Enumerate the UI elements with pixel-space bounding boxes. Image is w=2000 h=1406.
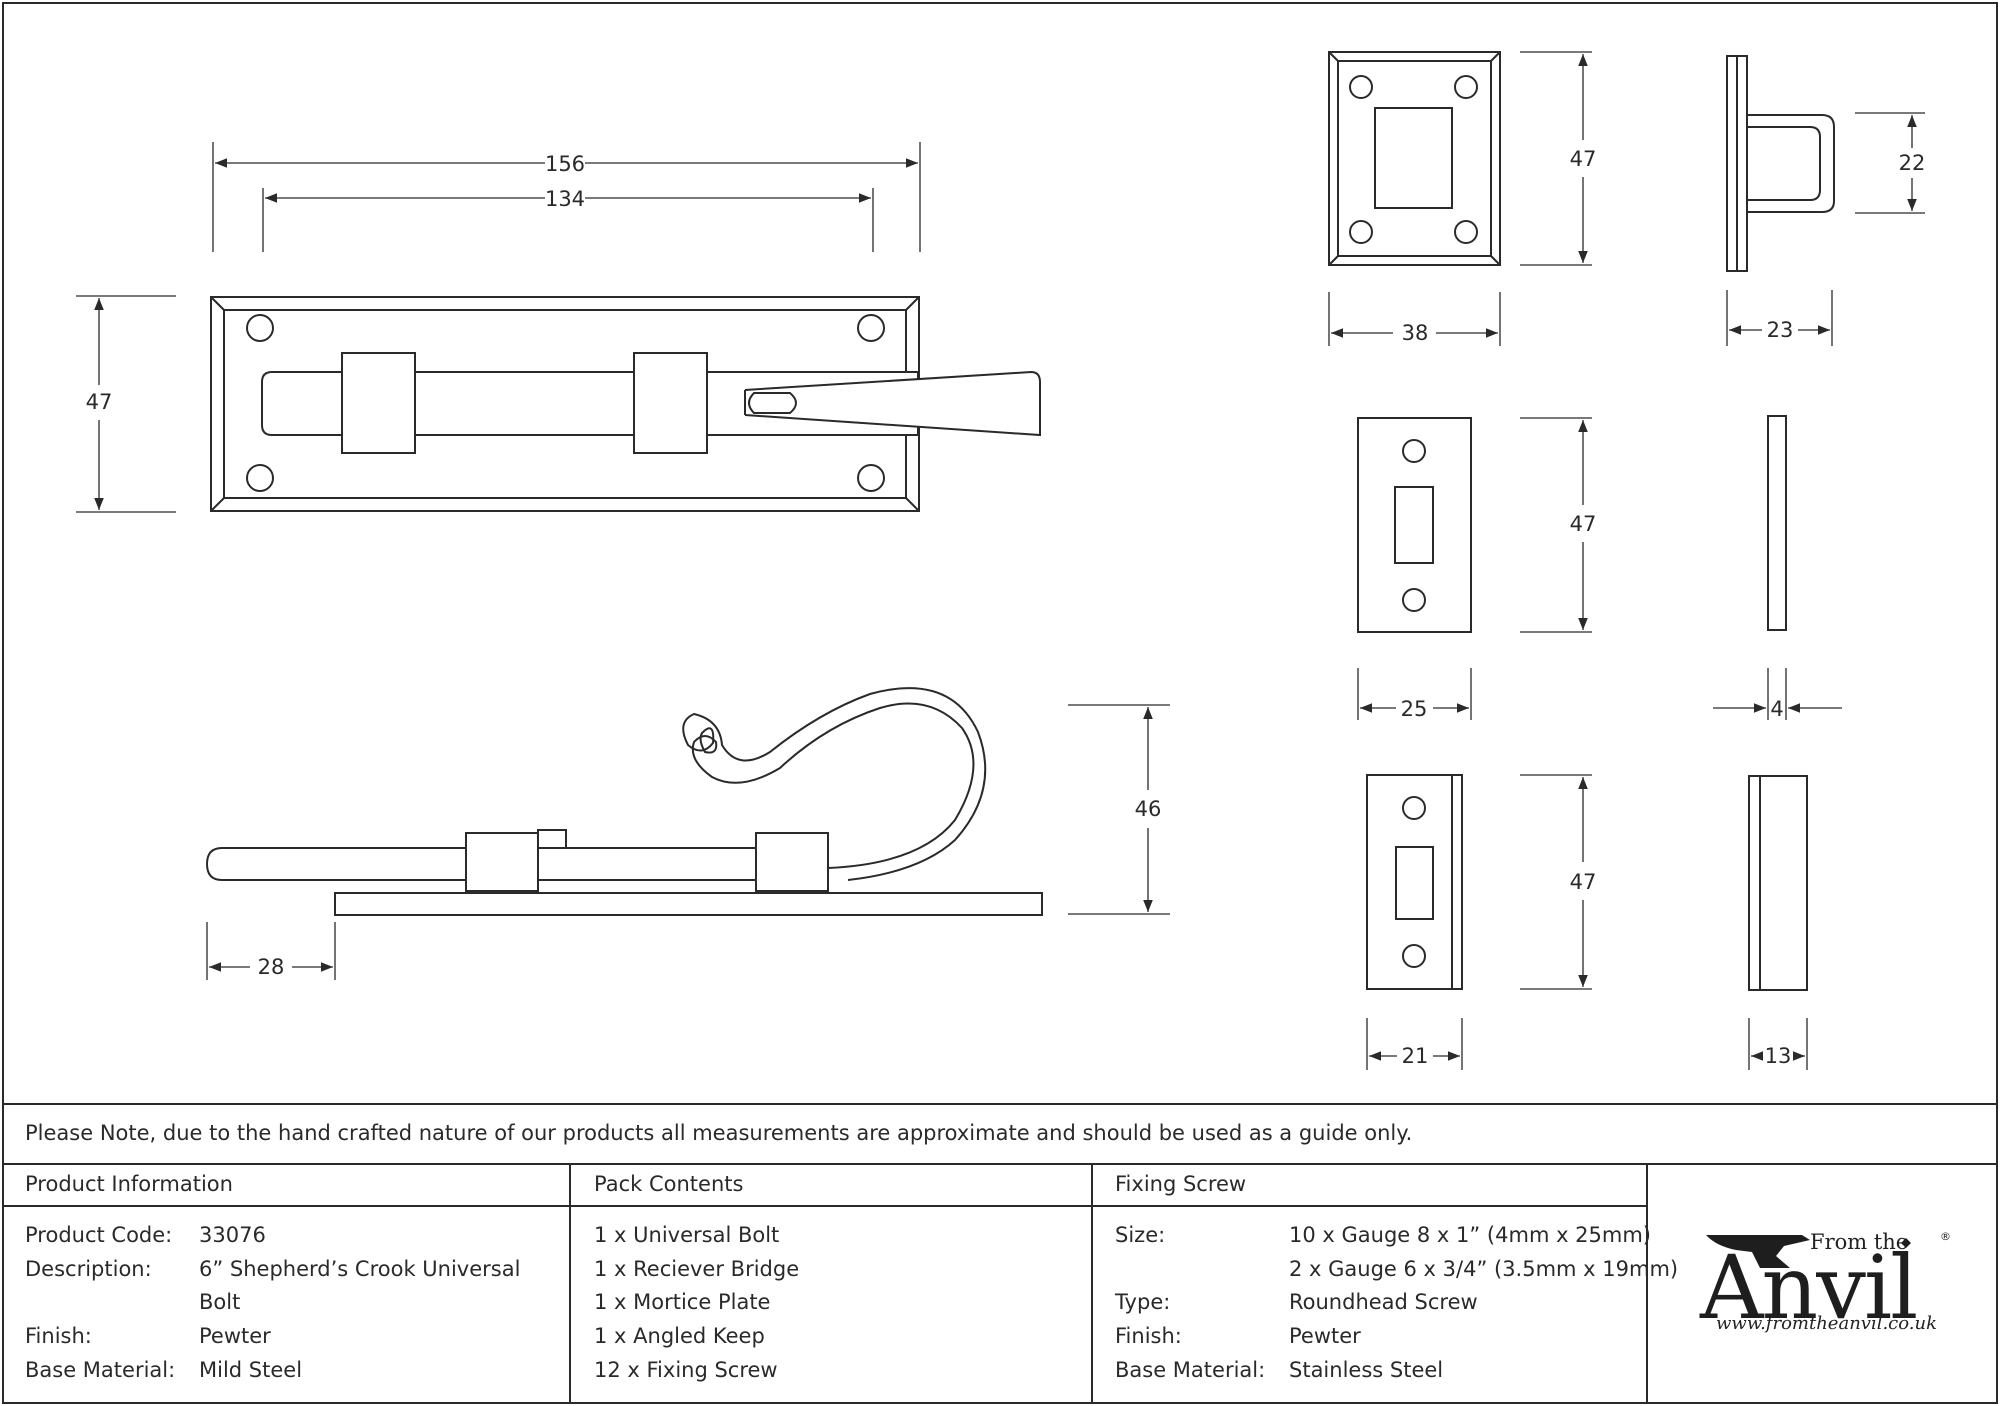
screw-size-value: 2 x Gauge 6 x 3/4” (3.5mm x 19mm) — [1289, 1257, 1679, 1281]
mortice-plate-side — [1767, 415, 1787, 631]
pack-item: 1 x Mortice Plate — [594, 1290, 771, 1314]
measurement-note: Please Note, due to the hand crafted nat… — [25, 1121, 1413, 1145]
dim-25: 25 — [1401, 697, 1428, 721]
base-material-value: Mild Steel — [199, 1358, 303, 1382]
description-value: 6” Shepherd’s Crook Universal — [199, 1257, 521, 1281]
dim-23: 23 — [1767, 318, 1794, 342]
diamond-icon — [1901, 1238, 1911, 1248]
dim-47-keep: 47 — [1570, 870, 1597, 894]
bolt-side-view — [205, 687, 1043, 916]
dim-38: 38 — [1402, 321, 1429, 345]
mortice-plate-front — [1357, 417, 1472, 633]
base-material-label: Base Material: — [25, 1358, 176, 1382]
dim-46: 46 — [1135, 797, 1162, 821]
fixing-screw-heading: Fixing Screw — [1115, 1172, 1247, 1196]
dim-156: 156 — [545, 152, 585, 176]
logo-from-the: From the — [1810, 1230, 1909, 1254]
dim-47-mortice: 47 — [1570, 512, 1597, 536]
description-value-line2: Bolt — [199, 1290, 241, 1314]
screw-base-label: Base Material: — [1115, 1358, 1266, 1382]
finish-label: Finish: — [25, 1324, 92, 1348]
screw-finish-value: Pewter — [1289, 1324, 1361, 1348]
bolt-top-view — [210, 296, 1041, 512]
receiver-bridge-side — [1726, 55, 1835, 272]
screw-type-label: Type: — [1115, 1290, 1171, 1314]
anvil-icon — [1706, 1235, 1810, 1268]
dim-4: 4 — [1770, 697, 1783, 721]
dim-22: 22 — [1899, 151, 1926, 175]
angled-keep-front — [1366, 774, 1463, 990]
logo-registered: ® — [1940, 1230, 1951, 1243]
dim-47-receiver: 47 — [1570, 147, 1597, 171]
logo-name: Anvil — [1700, 1236, 1918, 1339]
screw-finish-label: Finish: — [1115, 1324, 1182, 1348]
screw-type-value: Roundhead Screw — [1289, 1290, 1478, 1314]
pack-item: 1 x Universal Bolt — [594, 1223, 780, 1247]
product-code-value: 33076 — [199, 1223, 266, 1247]
description-label: Description: — [25, 1257, 152, 1281]
logo-url: www.fromtheanvil.co.uk — [1716, 1313, 1938, 1334]
screw-size-label: Size: — [1115, 1223, 1166, 1247]
dim-13: 13 — [1765, 1044, 1792, 1068]
screw-size-value: 10 x Gauge 8 x 1” (4mm x 25mm) — [1289, 1223, 1652, 1247]
product-code-label: Product Code: — [25, 1223, 173, 1247]
dim-134: 134 — [545, 187, 585, 211]
product-info-heading: Product Information — [25, 1172, 233, 1196]
pack-item: 1 x Angled Keep — [594, 1324, 765, 1348]
dim-47-left: 47 — [86, 390, 113, 414]
pack-item: 1 x Reciever Bridge — [594, 1257, 800, 1281]
finish-value: Pewter — [199, 1324, 271, 1348]
pack-item: 12 x Fixing Screw — [594, 1358, 778, 1382]
dim-21: 21 — [1402, 1044, 1429, 1068]
pack-contents-heading: Pack Contents — [594, 1172, 744, 1196]
dim-28: 28 — [258, 955, 285, 979]
screw-base-value: Stainless Steel — [1289, 1358, 1444, 1382]
receiver-bridge-front — [1328, 51, 1501, 266]
angled-keep-side — [1748, 775, 1808, 991]
